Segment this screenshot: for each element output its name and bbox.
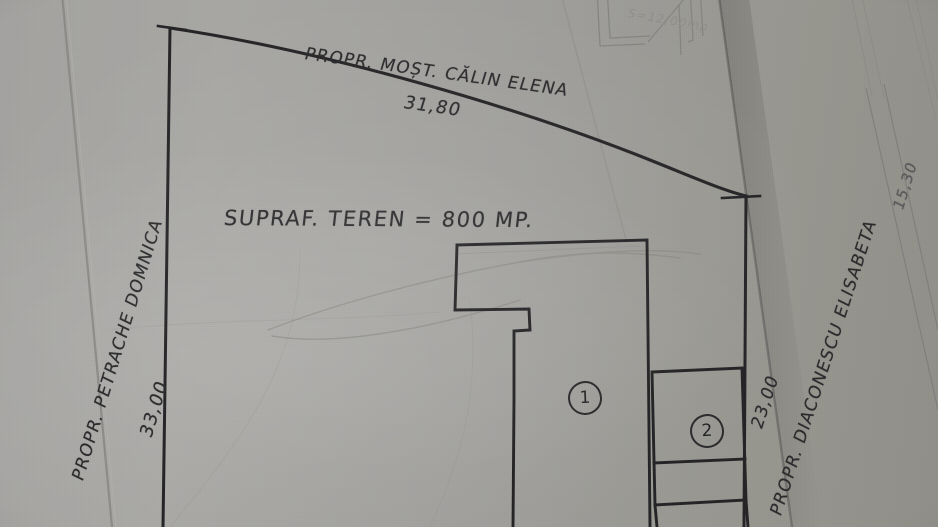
- paper-wrinkle-a: [169, 249, 301, 527]
- far-sheet-edge-b: [883, 83, 938, 331]
- far-sheet-line-a: [851, 0, 873, 97]
- paper-fold-highlight-left: [65, 0, 117, 527]
- paper-fold-crease-left: [61, 0, 114, 527]
- building-2-lower-left: [653, 503, 659, 527]
- paper-wrinkle-b: [429, 299, 474, 527]
- faint-shape-right-inner: [700, 0, 704, 37]
- building-2-lower-right: [744, 498, 750, 527]
- far-sheet-edge-a: [865, 87, 938, 411]
- erased-pencil-curve-upper: [267, 252, 681, 331]
- faint-shape-left: [596, 0, 646, 47]
- building-1-outline-left: [453, 243, 532, 527]
- far-sheet-line-c: [906, 0, 937, 121]
- boundary-line-west: [161, 26, 172, 527]
- faint-diagonal: [647, 0, 685, 43]
- faint-vertical: [678, 4, 682, 56]
- upper-sheet-boundary: [561, 0, 627, 241]
- faint-shape-right: [687, 0, 694, 43]
- far-sheet-line-d: [915, 0, 938, 101]
- faint-guide-line-a: [454, 245, 641, 255]
- erased-pencil-curve-lower: [271, 299, 521, 340]
- paper-wrinkle-c: [109, 311, 441, 331]
- boundary-line-north: [168, 26, 748, 198]
- sheet-overlap-shadow: [719, 0, 822, 527]
- building-2-divider: [652, 457, 747, 465]
- boundary-corner-tick-east: [720, 194, 762, 200]
- erased-pencil-curve-tail: [519, 250, 701, 263]
- building-1-outline-right: [455, 238, 652, 527]
- far-sheet-line-b: [862, 0, 885, 99]
- parcel-area-label: SUPRAF. TEREN = 800 MP.: [222, 206, 536, 233]
- faint-shape-left-inner: [607, 0, 651, 39]
- boundary-corner-tick-northwest: [156, 24, 188, 32]
